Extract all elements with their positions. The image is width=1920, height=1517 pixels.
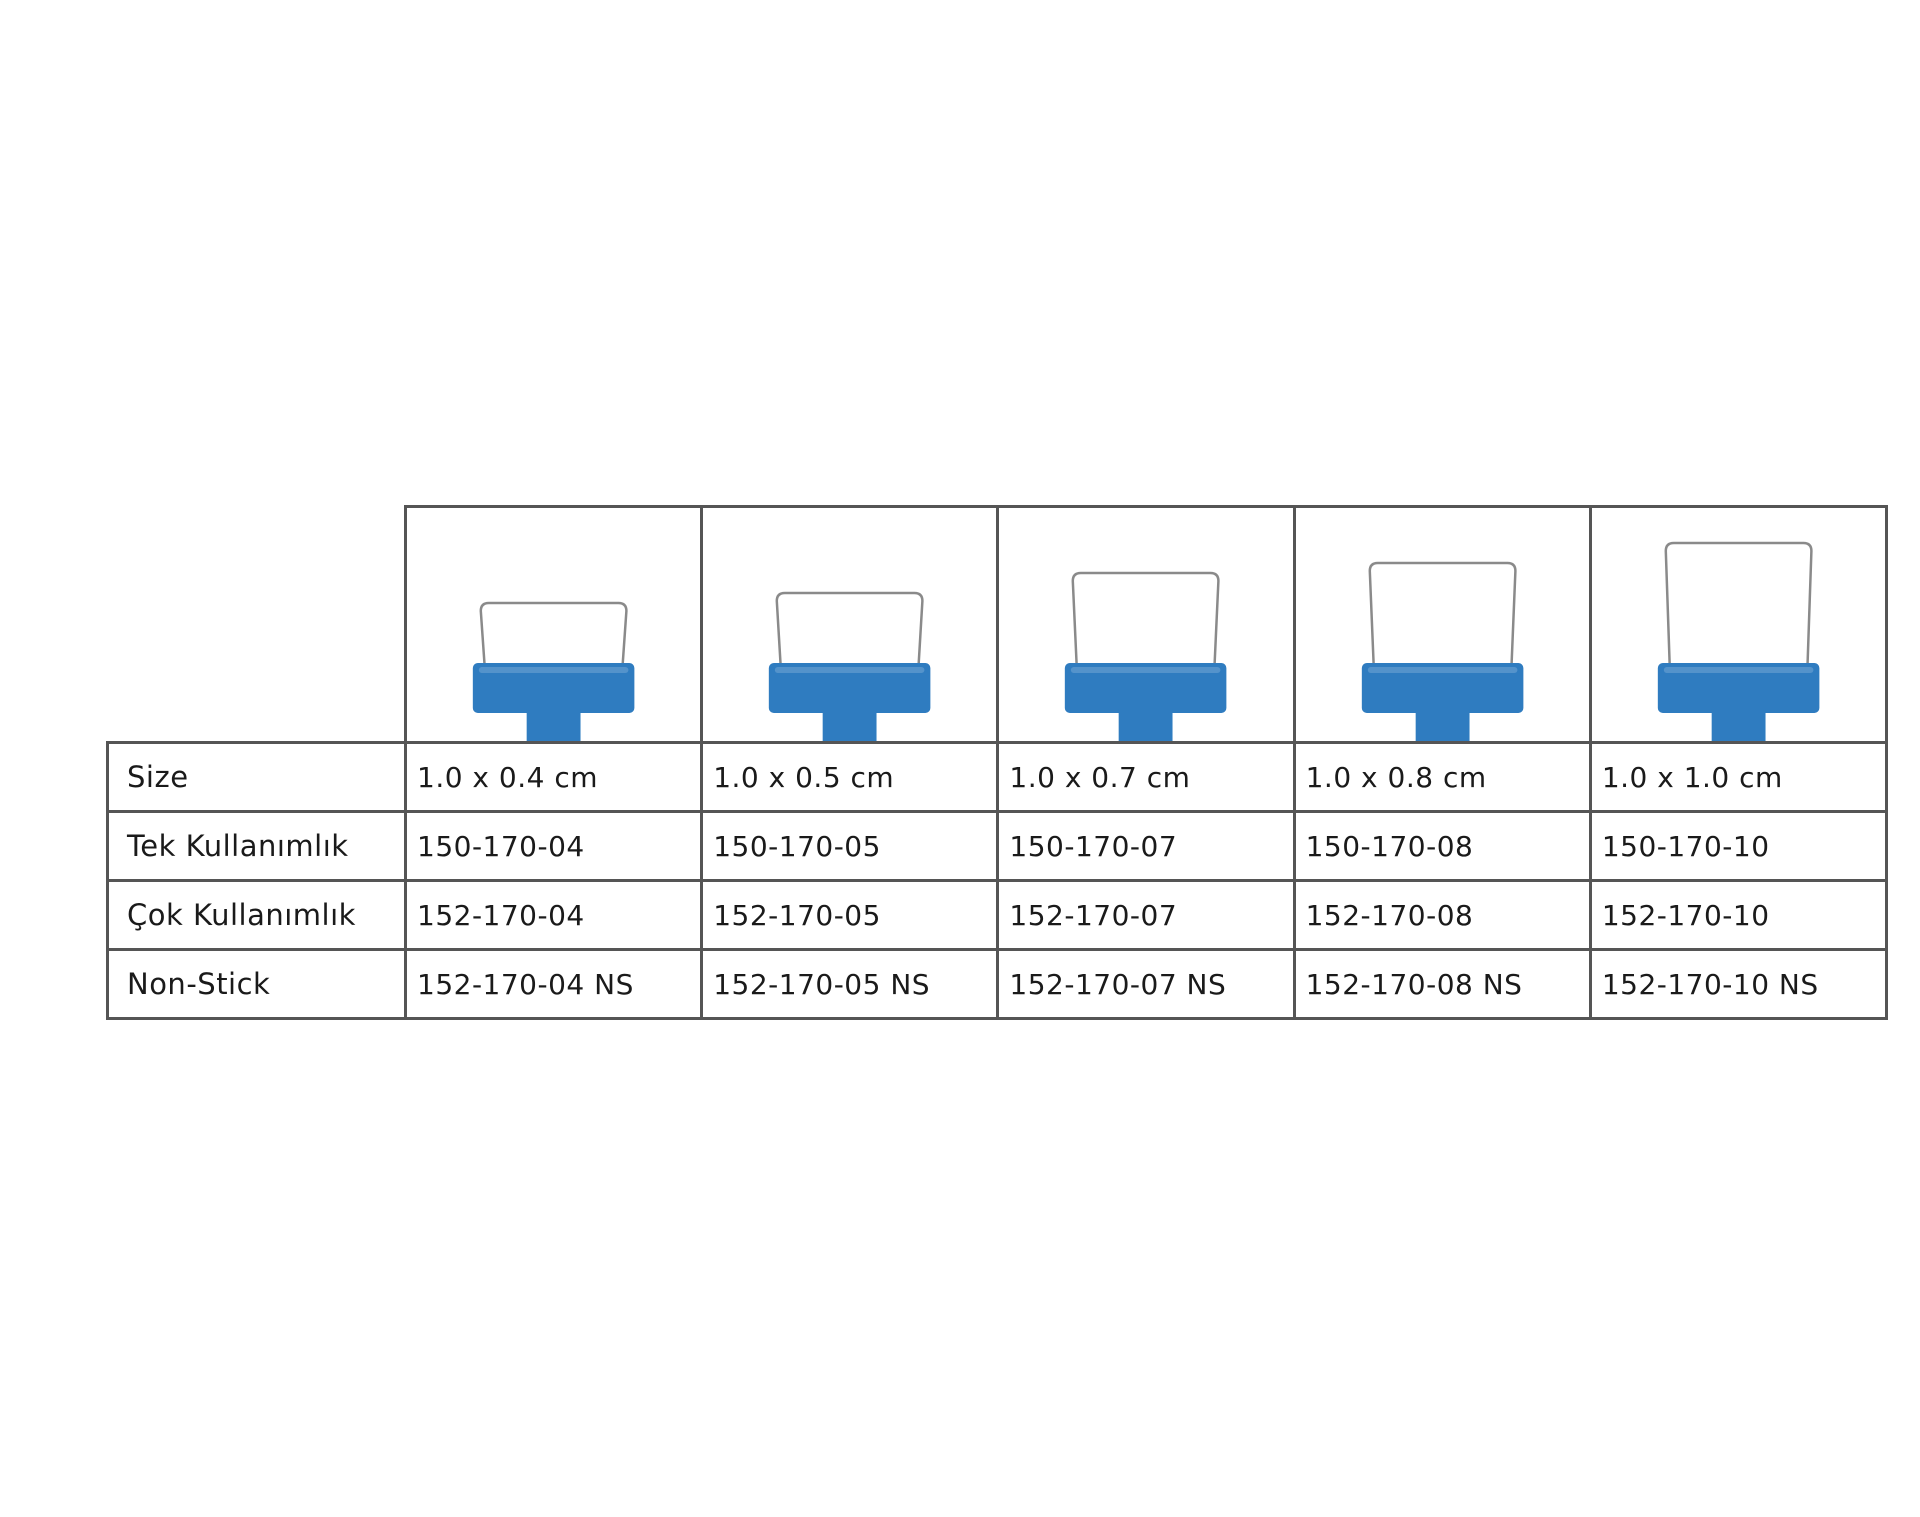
blue-t-base-wire-loop-icon <box>769 591 931 741</box>
blue-plate <box>1657 663 1820 713</box>
row-label-tek-kullanimlik: Tek Kullanımlık <box>109 813 407 879</box>
product-code: 152-170-07 <box>999 882 1296 948</box>
row-label-size: Size <box>109 744 407 810</box>
size-value: 1.0 x 0.8 cm <box>1296 744 1592 810</box>
product-code: 152-170-08 NS <box>1296 951 1592 1017</box>
product-code: 150-170-04 <box>407 813 704 879</box>
cok-kullanimlik-row: Çok Kullanımlık 152-170-04 152-170-05 15… <box>109 882 1889 951</box>
product-code: 152-170-05 NS <box>703 951 1000 1017</box>
product-data-grid: Size 1.0 x 0.4 cm 1.0 x 0.5 cm 1.0 x 0.7… <box>106 741 1889 1020</box>
size-value: 1.0 x 1.0 cm <box>1592 744 1889 810</box>
product-code: 150-170-08 <box>1296 813 1592 879</box>
product-code: 152-170-04 NS <box>407 951 704 1017</box>
blue-plate <box>1065 663 1227 713</box>
product-code: 152-170-10 NS <box>1592 951 1889 1017</box>
product-table: Size 1.0 x 0.4 cm 1.0 x 0.5 cm 1.0 x 0.7… <box>106 505 1889 1020</box>
product-image-cell-1 <box>407 508 704 741</box>
blue-stem <box>1119 709 1173 741</box>
product-image-row <box>404 505 1889 741</box>
product-code: 152-170-04 <box>407 882 704 948</box>
wire-loop <box>1664 541 1813 669</box>
wire-loop <box>1368 561 1517 669</box>
blue-t-base-wire-loop-icon <box>1657 541 1820 741</box>
product-code: 150-170-10 <box>1592 813 1889 879</box>
blue-t-base-wire-loop-icon <box>1065 571 1227 741</box>
blue-stem <box>1415 709 1470 741</box>
row-label-non-stick: Non-Stick <box>109 951 407 1017</box>
blue-t-base-wire-loop-icon <box>472 601 635 741</box>
product-code: 152-170-07 NS <box>999 951 1296 1017</box>
size-value: 1.0 x 0.7 cm <box>999 744 1296 810</box>
plate-highlight <box>1071 667 1221 673</box>
product-image-cell-5 <box>1591 508 1889 741</box>
non-stick-row: Non-Stick 152-170-04 NS 152-170-05 NS 15… <box>109 951 1889 1020</box>
blue-stem <box>822 709 877 741</box>
product-image-cell-3 <box>999 508 1296 741</box>
product-code: 150-170-05 <box>703 813 1000 879</box>
product-image-cell-2 <box>703 508 1000 741</box>
wire-loop <box>479 601 628 669</box>
row-label-cok-kullanimlik: Çok Kullanımlık <box>109 882 407 948</box>
product-image-cell-4 <box>1295 508 1592 741</box>
wire-loop <box>1071 571 1221 669</box>
product-code: 150-170-07 <box>999 813 1296 879</box>
size-value: 1.0 x 0.4 cm <box>407 744 704 810</box>
plate-highlight <box>478 667 629 673</box>
plate-highlight <box>1367 667 1518 673</box>
blue-stem <box>1711 709 1766 741</box>
product-code: 152-170-05 <box>703 882 1000 948</box>
plate-highlight <box>775 667 925 673</box>
tek-kullanimlik-row: Tek Kullanımlık 150-170-04 150-170-05 15… <box>109 813 1889 882</box>
plate-highlight <box>1663 667 1814 673</box>
blue-plate <box>769 663 931 713</box>
blue-plate <box>472 663 635 713</box>
blue-t-base-wire-loop-icon <box>1361 561 1523 741</box>
blue-stem <box>526 709 581 741</box>
size-row: Size 1.0 x 0.4 cm 1.0 x 0.5 cm 1.0 x 0.7… <box>109 744 1889 813</box>
product-code: 152-170-08 <box>1296 882 1592 948</box>
blue-plate <box>1361 663 1523 713</box>
size-value: 1.0 x 0.5 cm <box>703 744 1000 810</box>
product-code: 152-170-10 <box>1592 882 1889 948</box>
wire-loop <box>775 591 924 669</box>
